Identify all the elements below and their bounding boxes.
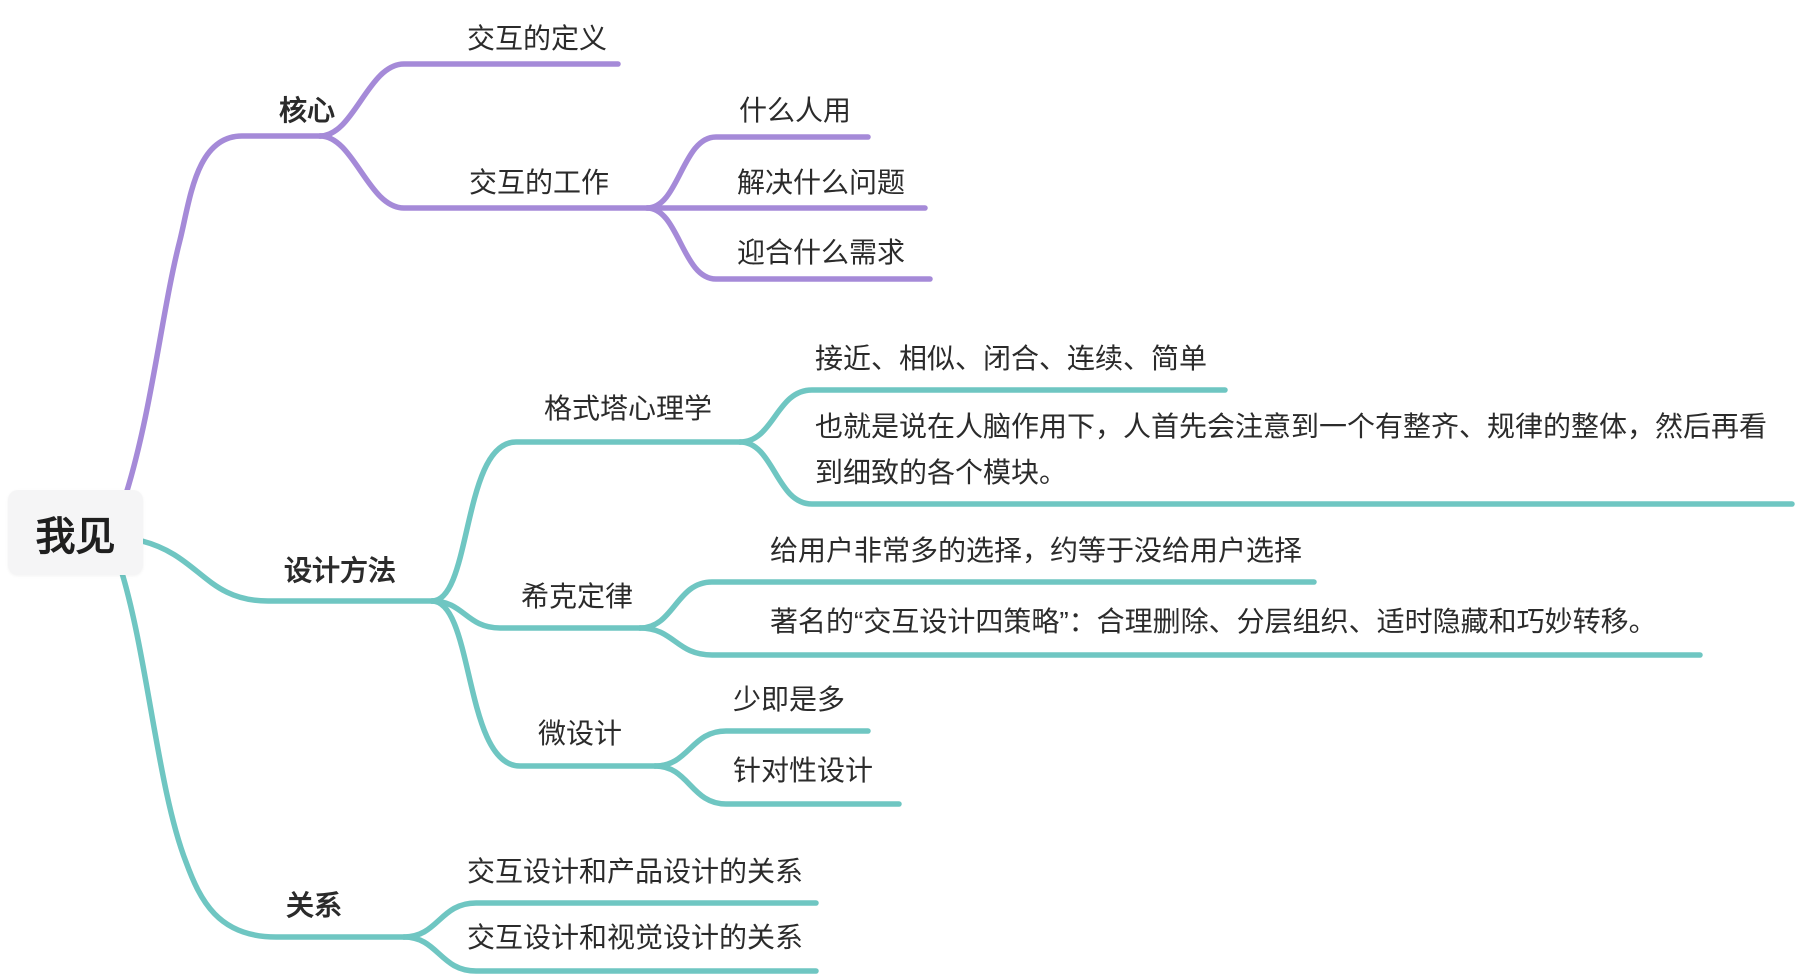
node-gestalt-principles[interactable]: 接近、相似、闭合、连续、简单: [815, 343, 1208, 374]
node-relations[interactable]: 关系: [286, 890, 343, 921]
node-what-problem[interactable]: 解决什么问题: [737, 167, 906, 198]
branch-less-is-more-line: [652, 728, 871, 769]
branch-group-design-and-relations: [119, 387, 1795, 974]
node-what-demand[interactable]: 迎合什么需求: [737, 237, 906, 268]
root-node-label: 我见: [35, 514, 116, 559]
node-targeted-design[interactable]: 针对性设计: [733, 755, 874, 786]
node-interaction-work[interactable]: 交互的工作: [469, 167, 610, 198]
node-hick-law[interactable]: 希克定律: [521, 581, 634, 612]
branch-hick-choices-line: [637, 579, 1317, 631]
node-hick-choices[interactable]: 给用户非常多的选择，约等于没给用户选择: [770, 535, 1303, 566]
node-gestalt-explanation[interactable]: 也就是说在人脑作用下，人首先会注意到一个有整齐、规律的整体，然后再看到细致的各个…: [815, 411, 1768, 488]
branch-design-methods-trunk: [139, 538, 435, 604]
branch-gestalt-explanation-line: [737, 439, 1795, 507]
branch-targeted-design-line: [652, 763, 902, 807]
node-less-is-more[interactable]: 少即是多: [733, 684, 846, 715]
node-hick-strategies[interactable]: 著名的“交互设计四策略”：合理删除、分层组织、适时隐藏和巧妙转移。: [770, 606, 1657, 637]
branch-group-core: [123, 61, 933, 497]
branch-product-relation-line: [401, 900, 819, 940]
branch-interaction-definition-line: [317, 61, 621, 139]
branch-gestalt-principles-line: [737, 387, 1228, 445]
branch-what-demand-line: [644, 205, 933, 282]
branch-visual-relation-line: [401, 934, 819, 974]
node-product-relation[interactable]: 交互设计和产品设计的关系: [467, 856, 804, 887]
branch-hick-strategies-line: [637, 625, 1703, 658]
branch-interaction-work-line: [317, 133, 928, 211]
branch-gestalt-line: [429, 439, 743, 604]
node-core[interactable]: 核心: [279, 95, 336, 126]
node-visual-relation[interactable]: 交互设计和视觉设计的关系: [467, 922, 804, 953]
node-design-methods[interactable]: 设计方法: [284, 555, 397, 586]
branch-core-trunk: [123, 133, 323, 497]
node-gestalt[interactable]: 格式塔心理学: [544, 393, 713, 424]
branch-micro-design-line: [429, 598, 658, 769]
branch-relations-trunk: [119, 570, 407, 940]
node-interaction-definition[interactable]: 交互的定义: [467, 23, 608, 54]
node-micro-design[interactable]: 微设计: [538, 718, 623, 749]
branch-who-uses-line: [644, 134, 871, 211]
root-node[interactable]: 我见: [8, 490, 143, 575]
node-who-uses[interactable]: 什么人用: [739, 95, 852, 126]
